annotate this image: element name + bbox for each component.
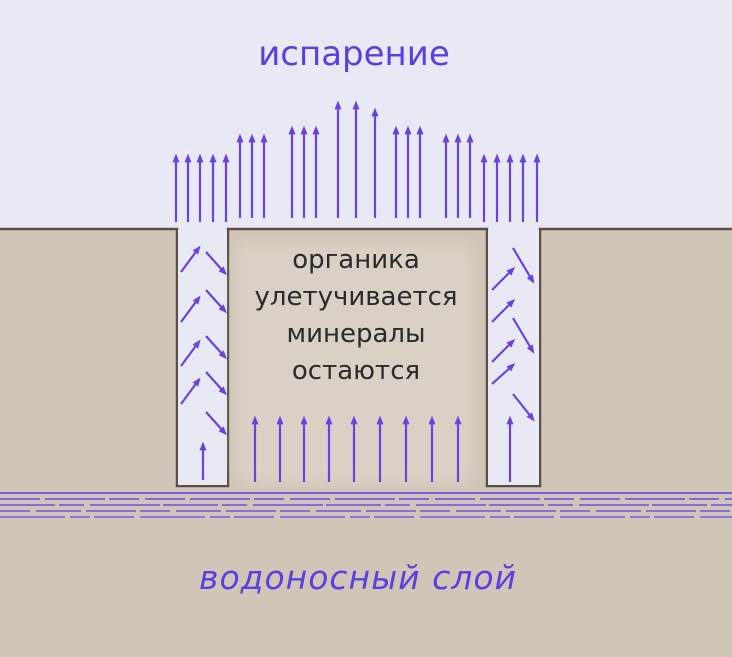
trench-arrow <box>491 298 516 323</box>
aquifer-label: водоносный слой <box>199 558 517 597</box>
trench-arrow <box>491 338 516 363</box>
trench-arrow <box>180 245 201 273</box>
organic-line-4: остаются <box>291 356 421 386</box>
aquifer-water-lines <box>0 492 732 518</box>
trench-arrow <box>491 266 516 291</box>
organic-core <box>236 243 472 483</box>
organic-line-2: улетучивается <box>254 282 458 312</box>
trench-arrow <box>180 295 201 323</box>
trench-arrow <box>205 335 227 360</box>
evaporation-label: испарение <box>258 34 450 74</box>
sky-background <box>0 0 732 230</box>
trench-arrow <box>491 363 516 385</box>
trench-arrow <box>205 411 227 436</box>
trench-arrow <box>512 393 535 422</box>
trench-arrow <box>512 247 535 284</box>
trench-arrow <box>180 339 201 367</box>
organic-line-1: органика <box>292 245 420 275</box>
organic-core-text: органика улетучивается минералы остаются <box>229 242 483 390</box>
trench-arrow <box>180 377 201 405</box>
trench-arrow <box>205 251 227 276</box>
trench-arrow <box>205 371 227 396</box>
soil-outline <box>0 227 732 488</box>
organic-line-3: минералы <box>286 319 426 349</box>
trench-arrow <box>512 317 535 354</box>
arrow-group <box>172 100 541 482</box>
trench-arrow <box>205 289 227 314</box>
